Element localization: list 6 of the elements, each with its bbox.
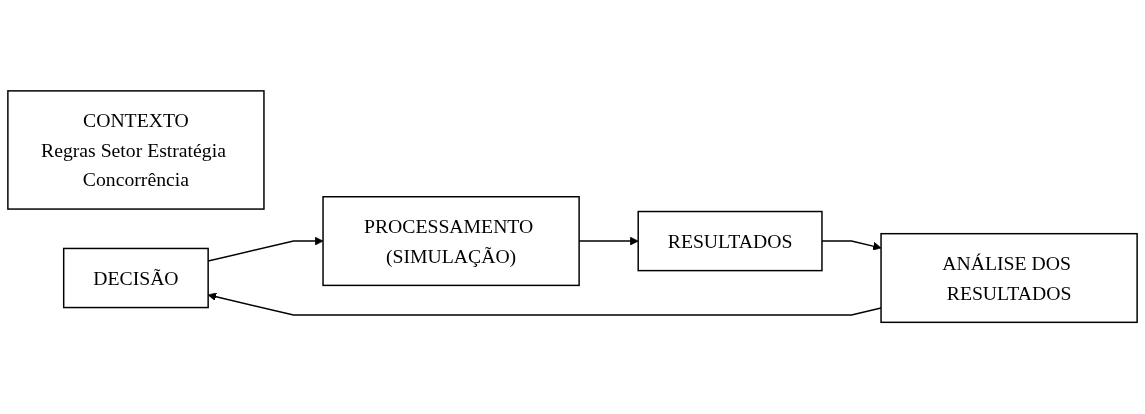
arrow <box>821 240 882 251</box>
node-box: RESULTADOS <box>637 211 823 272</box>
node-box: PROCESSAMENTO (SIMULAÇÃO) <box>322 196 580 287</box>
node-box: CONTEXTO Regras Setor Estratégia Concorrência <box>7 90 265 211</box>
node-box: DECISÃO <box>62 248 209 309</box>
node-box: ANÁLISE DOS RESULTADOS <box>880 233 1138 324</box>
